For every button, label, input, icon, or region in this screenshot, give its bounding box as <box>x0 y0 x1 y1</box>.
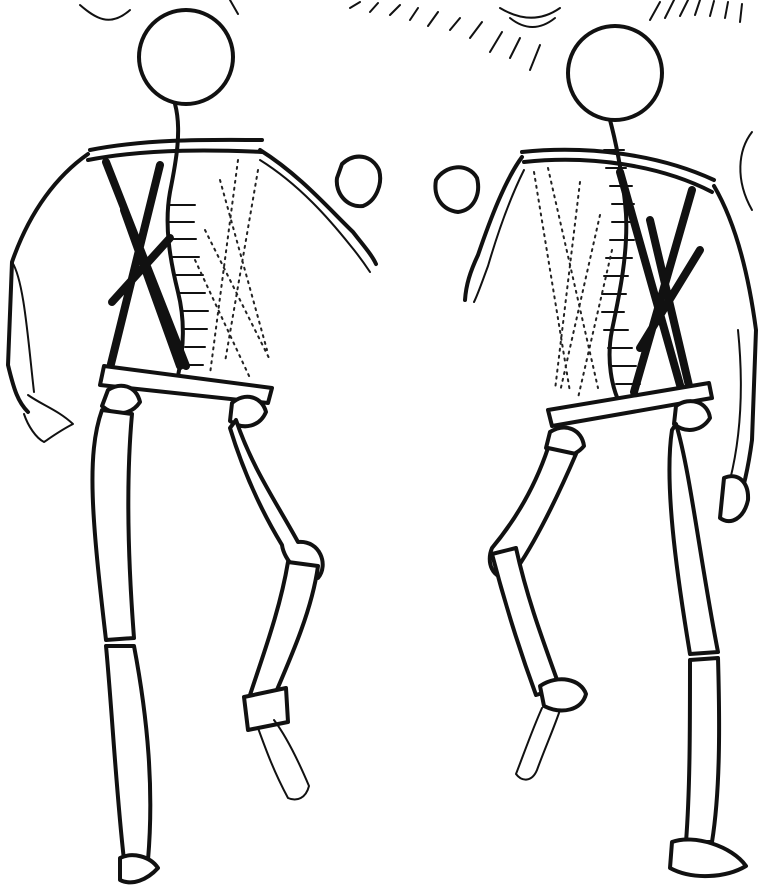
right-right-thigh <box>669 424 718 654</box>
left-left-thigh <box>92 410 134 640</box>
left-skeleton-figure <box>8 10 380 882</box>
right-left-foot <box>516 708 560 780</box>
right-hidden-muscle-bands <box>534 168 612 398</box>
left-raised-fist <box>337 157 380 207</box>
right-right-hand <box>720 476 748 521</box>
left-right-shin <box>249 562 318 706</box>
right-skeleton-figure <box>435 26 756 876</box>
left-left-foot <box>120 855 158 882</box>
right-left-shin <box>492 548 560 695</box>
right-right-foot <box>670 839 746 876</box>
left-left-hand <box>24 395 73 442</box>
right-edge-sketch-mark <box>740 132 752 210</box>
right-left-ankle <box>540 679 586 710</box>
left-right-ankle <box>244 688 288 730</box>
left-left-shin <box>106 646 150 860</box>
right-raised-fist <box>435 167 478 212</box>
right-right-shin <box>686 658 719 842</box>
left-head <box>139 10 233 104</box>
right-head <box>568 26 662 120</box>
right-right-hip-joint <box>674 401 710 430</box>
left-right-foot <box>258 720 309 800</box>
left-right-thigh <box>230 420 323 578</box>
left-hidden-muscle-bands <box>195 160 270 378</box>
right-back-muscle-bands <box>620 172 700 392</box>
